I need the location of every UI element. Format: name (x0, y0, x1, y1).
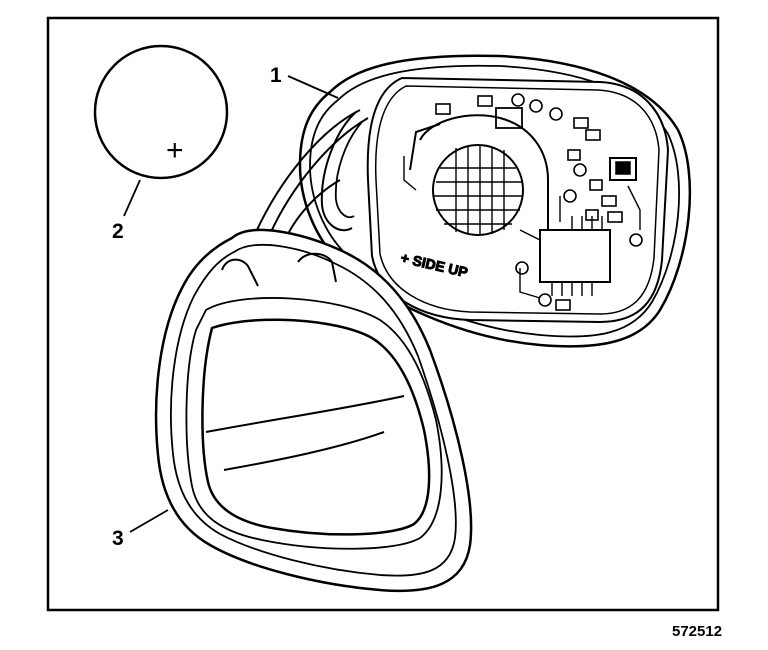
front-housing: + SIDE UP (298, 54, 692, 348)
rear-housing-inner-rim (185, 297, 443, 550)
callout-1-label: 1 (270, 64, 282, 87)
battery: + (93, 44, 229, 180)
figure-number: 572512 (672, 623, 722, 640)
smd-components (435, 93, 643, 311)
rear-housing-rim (170, 243, 457, 577)
rear-housing-top-notch (221, 252, 337, 287)
rear-housing-outer (154, 228, 473, 593)
battery-polarity-mark: + (166, 134, 184, 167)
button-pad-divider-2 (223, 431, 385, 471)
callout-3: 3 (112, 509, 169, 550)
sounder-grid-lines (434, 146, 522, 235)
circuit-board-edge (374, 85, 660, 315)
contact-block (495, 107, 523, 129)
keyring-loop-inner (334, 121, 363, 219)
circuit-board-outline (366, 76, 670, 324)
sounder-grid (432, 144, 524, 236)
button-pad-outline (201, 318, 431, 536)
callout-2-label: 2 (112, 220, 124, 243)
front-housing-rim (309, 64, 680, 338)
callout-2: 2 (112, 179, 141, 243)
callout-1: 1 (270, 64, 339, 99)
ic-chip (539, 229, 611, 283)
battery-contact-arm (409, 123, 441, 171)
rear-housing (154, 228, 473, 593)
callout-3-label: 3 (112, 527, 124, 550)
circuit-traces (403, 156, 641, 299)
ic-pins (551, 216, 603, 296)
led-lens (615, 161, 631, 175)
callout-2-leader (123, 179, 141, 217)
keyring-loop-left (320, 111, 357, 232)
battery-outline (93, 44, 229, 180)
button-pad-divider (205, 395, 405, 433)
callout-3-leader (129, 509, 169, 533)
callout-1-leader (287, 75, 339, 99)
